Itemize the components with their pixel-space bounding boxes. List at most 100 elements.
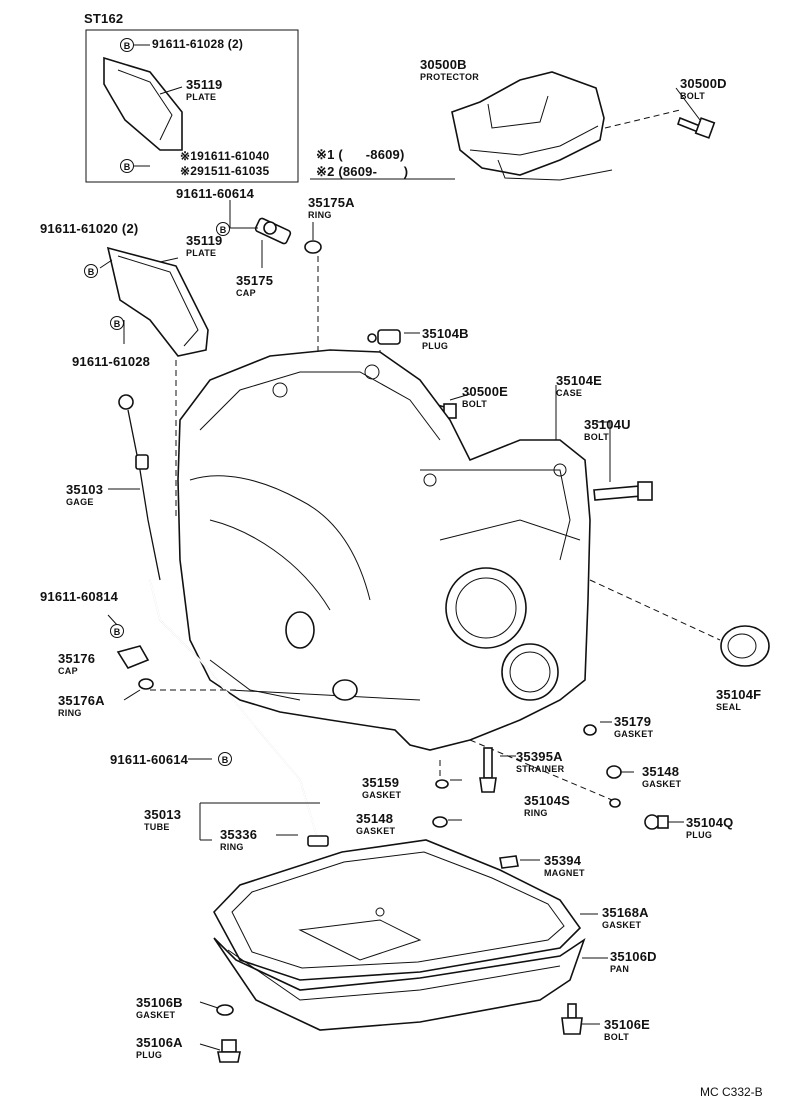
callout-35175a-name: RING [308, 210, 332, 220]
callout-35106a-name: PLUG [136, 1050, 163, 1060]
callout-35119-name: PLATE [186, 248, 217, 258]
ring-35175a [304, 240, 322, 254]
callout-35104q-name: PLUG [686, 830, 713, 840]
callout-35106e-no: 35106E [604, 1017, 651, 1032]
callout-35119-no: 35119 [186, 233, 223, 248]
cap-35175 [254, 217, 292, 245]
ring-35176a [138, 678, 154, 690]
callout-35013-no: 35013 [144, 807, 182, 822]
callout-35148a-name: GASKET [642, 779, 682, 789]
callout-35336-name: RING [220, 842, 244, 852]
callout-35175-name: CAP [236, 288, 256, 298]
bolt-badge-icon: B [216, 222, 230, 236]
transaxle-case [177, 349, 591, 751]
callout-91611-60814: 91611-60814 [40, 589, 119, 604]
inset-bolt-b1: ※191611-61040 [180, 149, 270, 163]
bolt-badge-icon: B [218, 752, 232, 766]
callout-35159-no: 35159 [362, 775, 400, 790]
plug-35104b [367, 329, 401, 345]
gage-35103 [118, 394, 161, 581]
gasket-35148b [432, 816, 448, 828]
callout-30500d-name: BOLT [680, 91, 706, 101]
callout-35176-name: CAP [58, 666, 78, 676]
callout-35175a-no: 35175A [308, 195, 355, 210]
gasket-35168a [213, 839, 582, 981]
bolt-badge-icon: B [120, 159, 134, 173]
callout-35148a-no: 35148 [642, 764, 680, 779]
callout-35104u-no: 35104U [584, 417, 631, 432]
callout-91611-61028: 91611-61028 [72, 354, 151, 369]
cap-35176 [116, 645, 150, 669]
callout-35168a-no: 35168A [602, 905, 649, 920]
callout-35176-no: 35176 [58, 651, 96, 666]
callout-35176a-no: 35176A [58, 693, 105, 708]
callout-35104s-name: RING [524, 808, 548, 818]
callout-35013-name: TUBE [144, 822, 170, 832]
plate-35119 [106, 246, 209, 520]
callout-30500b-name: PROTECTOR [420, 72, 480, 82]
inset-plate-name: PLATE [186, 92, 217, 102]
callout-35106d-name: PAN [610, 964, 630, 974]
leader-lines [99, 44, 701, 1051]
callout-35336-no: 35336 [220, 827, 258, 842]
bolt-30500d [677, 116, 716, 139]
footer-code: MC C332-B [700, 1085, 763, 1099]
callout-35103-name: GAGE [66, 497, 94, 507]
callout-35394-name: MAGNET [544, 868, 585, 878]
callout-35106d-no: 35106D [610, 949, 657, 964]
plug-35104q [644, 814, 669, 830]
callout-30500b-no: 30500B [420, 57, 467, 72]
callout-35106e-name: BOLT [604, 1032, 630, 1042]
inset-box [85, 29, 299, 183]
gasket-35179 [583, 724, 597, 736]
strainer-35395a [479, 747, 497, 793]
callout-35104b-name: PLUG [422, 341, 449, 351]
ring-35104s [609, 798, 621, 808]
inset-bolt-a: 91611-61028 (2) [152, 37, 244, 51]
oil-pan-35106d [213, 907, 586, 1031]
callout-35106a-no: 35106A [136, 1035, 183, 1050]
callout-35176a-name: RING [58, 708, 82, 718]
callout-91611-60614-bot: 91611-60614 [110, 752, 189, 767]
protector-part [451, 71, 613, 181]
inset-plate-no: 35119 [186, 77, 223, 92]
callout-35395a-no: 35395A [516, 749, 563, 764]
callout-35104f-name: SEAL [716, 702, 742, 712]
gasket-35159 [435, 779, 449, 789]
callout-91611-61020: 91611-61020 (2) [40, 221, 139, 236]
gasket-35106b [216, 1004, 234, 1016]
callout-35175-no: 35175 [236, 273, 274, 288]
bolt-35104u [593, 481, 653, 501]
callout-35106b-no: 35106B [136, 995, 183, 1010]
bolt-badge-icon: B [110, 316, 124, 330]
callout-35103-no: 35103 [66, 482, 104, 497]
inset-plate [103, 56, 183, 151]
callout-35179-no: 35179 [614, 714, 652, 729]
callout-35106b-name: GASKET [136, 1010, 176, 1020]
callout-35179-name: GASKET [614, 729, 654, 739]
callout-35104e-no: 35104E [556, 373, 603, 388]
callout-35104f-no: 35104F [716, 687, 762, 702]
callout-35104b-no: 35104B [422, 326, 469, 341]
callout-35148b-name: GASKET [356, 826, 396, 836]
inset-title: ST162 [84, 11, 124, 26]
callout-35148b-no: 35148 [356, 811, 394, 826]
callout-30500e-no: 30500E [462, 384, 509, 399]
callout-91611-60614-top: 91611-60614 [176, 186, 255, 201]
seal-35104f [720, 625, 770, 667]
inset-note2: ※2 (8609- ) [316, 164, 409, 179]
bolt-35106e [561, 1003, 583, 1035]
bolt-badge-icon: B [120, 38, 134, 52]
inset-bolt-b2: ※291511-61035 [180, 164, 270, 178]
callout-35104q-no: 35104Q [686, 815, 734, 830]
callout-35159-name: GASKET [362, 790, 402, 800]
gasket-35148a [606, 765, 622, 779]
plug-35106a [217, 1039, 241, 1063]
callout-35104e-name: CASE [556, 388, 583, 398]
magnet-35394 [499, 855, 519, 869]
callout-30500e-name: BOLT [462, 399, 488, 409]
inset-note1: ※1 ( -8609) [316, 147, 405, 162]
callout-35104u-name: BOLT [584, 432, 610, 442]
callout-35394-no: 35394 [544, 853, 582, 868]
